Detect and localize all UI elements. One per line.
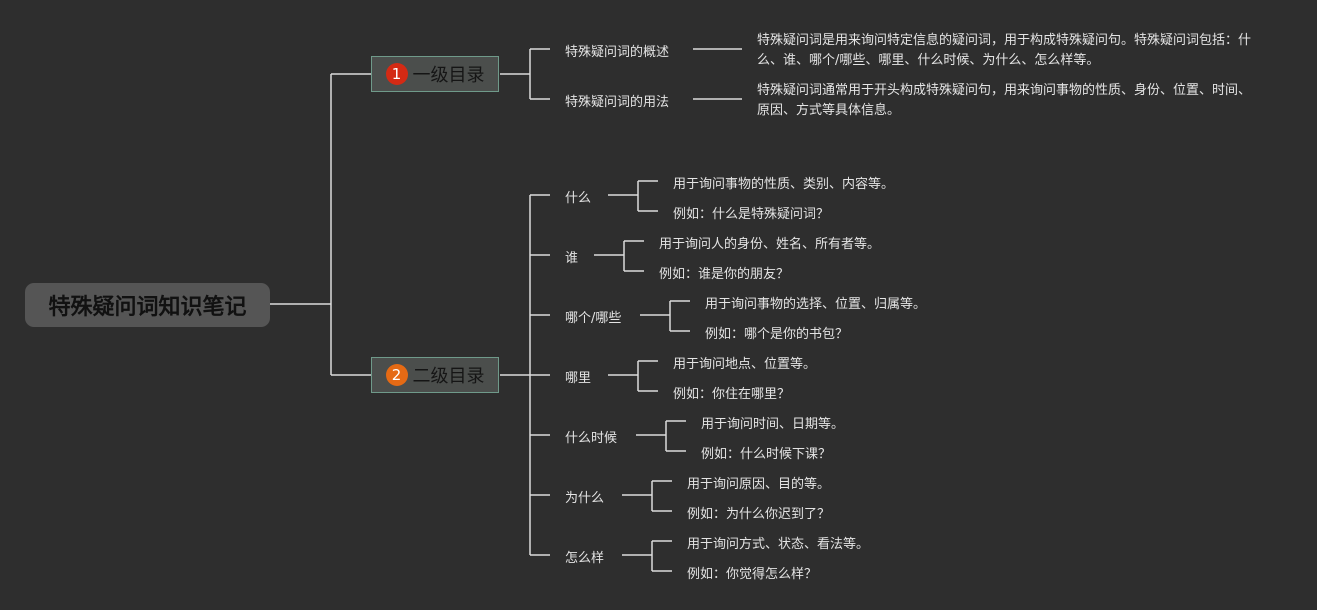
topic-nali-usage: 用于询问地点、位置等。	[673, 357, 817, 372]
priority-1-icon: 1	[385, 63, 408, 85]
topic-nage[interactable]: 哪个/哪些	[565, 311, 622, 326]
topic-overview-text: 特殊疑问词是用来询问特定信息的疑问词，用于构成特殊疑问句。特殊疑问词包括：什么、…	[757, 33, 1252, 68]
topic-shei-example: 例如：谁是你的朋友？	[659, 267, 790, 282]
topic-zenmeyang-example: 例如：你觉得怎么样？	[687, 567, 818, 582]
topic-usage[interactable]: 特殊疑问词的用法	[565, 95, 670, 110]
topic-nage-example: 例如：哪个是你的书包？	[705, 327, 849, 342]
branch-level-1-label: 一级目录	[412, 65, 485, 86]
topic-zenmeyang[interactable]: 怎么样	[565, 551, 605, 566]
topic-shenme[interactable]: 什么	[565, 191, 592, 206]
root-title: 特殊疑问词知识笔记	[48, 295, 247, 320]
topic-shenmeshihou-usage: 用于询问时间、日期等。	[701, 417, 845, 432]
topic-nali-example: 例如：你住在哪里？	[673, 387, 791, 402]
topic-shenme-example: 例如：什么是特殊疑问词？	[673, 207, 830, 222]
topic-weishenme-usage: 用于询问原因、目的等。	[687, 477, 831, 492]
topic-nali[interactable]: 哪里	[565, 371, 592, 386]
branch-level-2-label: 二级目录	[412, 366, 485, 387]
topic-weishenme-example: 例如：为什么你迟到了？	[687, 507, 831, 522]
branch-level-2[interactable]: 2 二级目录	[371, 357, 499, 393]
topic-shenmeshihou[interactable]: 什么时候	[565, 431, 618, 446]
topic-weishenme[interactable]: 为什么	[565, 491, 605, 506]
topic-shenme-usage: 用于询问事物的性质、类别、内容等。	[673, 177, 895, 192]
topic-shei[interactable]: 谁	[565, 251, 579, 266]
topic-usage-text: 特殊疑问词通常用于开头构成特殊疑问句，用来询问事物的性质、身份、位置、时间、原因…	[757, 83, 1252, 118]
topic-shenmeshihou-example: 例如：什么时候下课？	[701, 447, 832, 462]
branch-level-1[interactable]: 1 一级目录	[371, 56, 499, 92]
topic-nage-usage: 用于询问事物的选择、位置、归属等。	[705, 297, 927, 312]
topic-shei-usage: 用于询问人的身份、姓名、所有者等。	[659, 237, 881, 252]
priority-2-icon: 2	[385, 364, 408, 386]
topic-overview[interactable]: 特殊疑问词的概述	[565, 45, 670, 60]
topic-zenmeyang-usage: 用于询问方式、状态、看法等。	[687, 537, 870, 552]
root-node[interactable]: 特殊疑问词知识笔记	[25, 283, 270, 327]
